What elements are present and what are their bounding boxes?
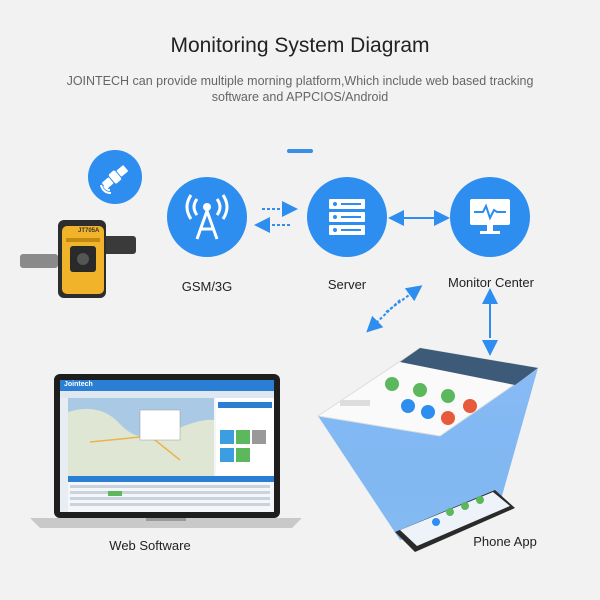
server-node (307, 177, 387, 257)
satellite-badge (88, 150, 142, 204)
subtitle-line-1: JOINTECH can provide multiple morning pl… (66, 74, 534, 88)
arrow-from-web (385, 285, 423, 313)
gsm-label: GSM/3G (181, 279, 233, 294)
gps-tracker-device: JT705A (18, 212, 138, 304)
subtitle-line-2: software and APPCIOS/Android (211, 90, 389, 104)
laptop-brand: Jointech (64, 381, 93, 388)
phone-app-label: Phone App (473, 534, 537, 549)
page-subtitle: JOINTECH can provide multiple morning pl… (40, 73, 560, 105)
accent-dash (287, 149, 313, 153)
gsm-node (167, 177, 247, 257)
device-model-label: JT705A (78, 228, 100, 234)
laptop: Jointech (30, 372, 302, 530)
page-title: Monitoring System Diagram (170, 34, 430, 57)
monitor-node (450, 177, 530, 257)
phone-app-projection (300, 340, 550, 565)
server-icon (329, 199, 365, 235)
server-label: Server (327, 277, 367, 292)
satellite-icon (100, 165, 128, 194)
monitor-icon (470, 199, 510, 234)
antenna-tower-icon (185, 194, 229, 240)
web-software-label: Web Software (109, 538, 191, 553)
monitor-label: Monitor Center (448, 275, 534, 290)
